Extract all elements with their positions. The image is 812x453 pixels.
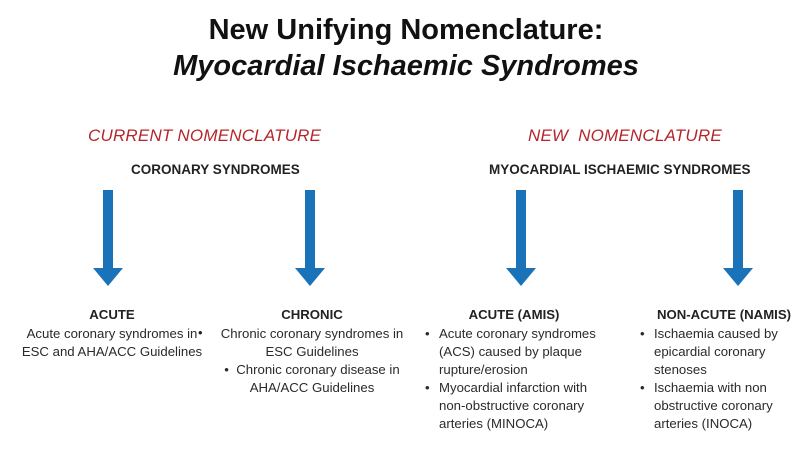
chronic-column: CHRONIC Chronic coronary syndromes in ES… <box>212 306 412 397</box>
list-item: • Chronic coronary disease in AHA/ACC Gu… <box>224 362 400 395</box>
list-item: • Acute coronary syndromes (ACS) caused … <box>425 326 596 377</box>
list-item: Acute coronary syndromes in ESC and AHA/… <box>21 326 203 359</box>
current-nomenclature-label: CURRENT NOMENCLATURE <box>88 126 322 145</box>
myocardial-ischaemic-syndromes-subtitle: MYOCARDIAL ISCHAEMIC SYNDROMES <box>489 162 751 177</box>
list-item: Chronic coronary syndromes in ESC Guidel… <box>220 326 404 359</box>
title-line-2: Myocardial Ischaemic Syndromes <box>173 50 639 82</box>
non-acute-namis-column: NON-ACUTE (NAMIS) • Ischaemia caused by … <box>640 306 808 433</box>
list-item: • Ischaemia with non obstructive coronar… <box>640 380 773 431</box>
coronary-syndromes-subtitle: CORONARY SYNDROMES <box>131 162 300 177</box>
acute-column: ACUTE Acute coronary syndromes in ESC an… <box>12 306 212 361</box>
chronic-heading: CHRONIC <box>281 307 343 322</box>
acute-amis-column: ACUTE (AMIS) • Acute coronary syndromes … <box>425 306 603 433</box>
list-item: • Myocardial infarction with non-obstruc… <box>425 380 588 431</box>
bullet: • <box>198 325 203 340</box>
non-acute-namis-heading: NON-ACUTE (NAMIS) <box>656 307 792 322</box>
acute-amis-heading: ACUTE (AMIS) <box>468 307 560 322</box>
new-nomenclature-label: NEW NOMENCLATURE <box>528 126 722 145</box>
acute-heading: ACUTE <box>89 307 135 322</box>
list-item: • Ischaemia caused by epicardial coronar… <box>640 326 778 377</box>
title-line-1: New Unifying Nomenclature: <box>208 14 604 46</box>
